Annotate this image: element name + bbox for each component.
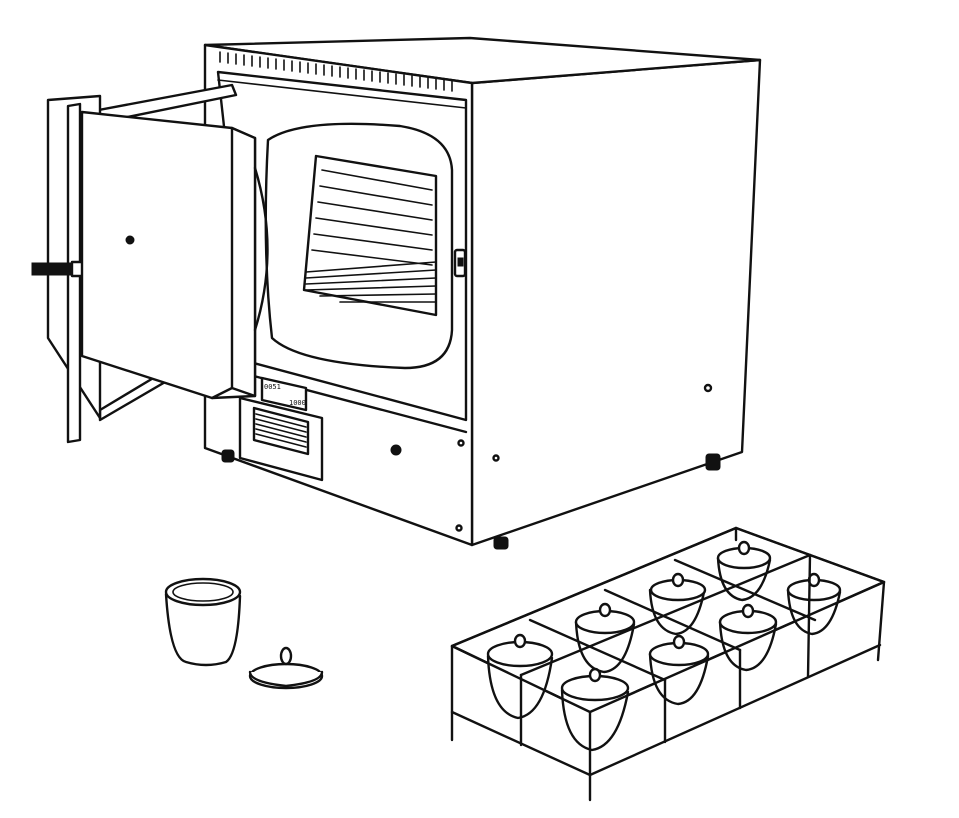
loose-crucible — [164, 577, 242, 667]
rack-crucible — [786, 572, 842, 636]
rack-crucible — [718, 603, 778, 672]
door-knob-icon — [125, 235, 135, 245]
furnace-foot — [493, 536, 509, 550]
rack-crucible — [648, 572, 707, 636]
rack-crucible — [716, 540, 772, 602]
lower-vent-box — [238, 396, 324, 482]
front-knob-icon[interactable] — [390, 444, 402, 456]
control-panel — [260, 376, 308, 412]
panel-label-right: 1000 — [289, 399, 306, 407]
side-screw-icon — [703, 383, 713, 393]
door-handle-icon[interactable] — [31, 262, 73, 276]
open-door-panel — [80, 110, 257, 400]
screw-icon — [492, 454, 500, 462]
top-vent-slots — [219, 51, 453, 92]
crucible-lid — [248, 646, 324, 690]
rack-crucible — [648, 634, 710, 706]
muffle-furnace: 0051 1000 — [31, 36, 762, 550]
chamber-interior — [302, 154, 438, 317]
panel-label-left: 0051 — [264, 383, 281, 391]
crucible-rack — [450, 526, 886, 802]
furnace-foot — [705, 453, 721, 471]
screw-icon — [457, 439, 465, 447]
vent-grille — [255, 413, 307, 448]
rack-crucible — [560, 667, 630, 752]
heating-elements — [305, 169, 437, 303]
furnace-foot — [221, 449, 235, 463]
screw-icon — [455, 524, 463, 532]
furnace-side-panel — [470, 58, 762, 547]
